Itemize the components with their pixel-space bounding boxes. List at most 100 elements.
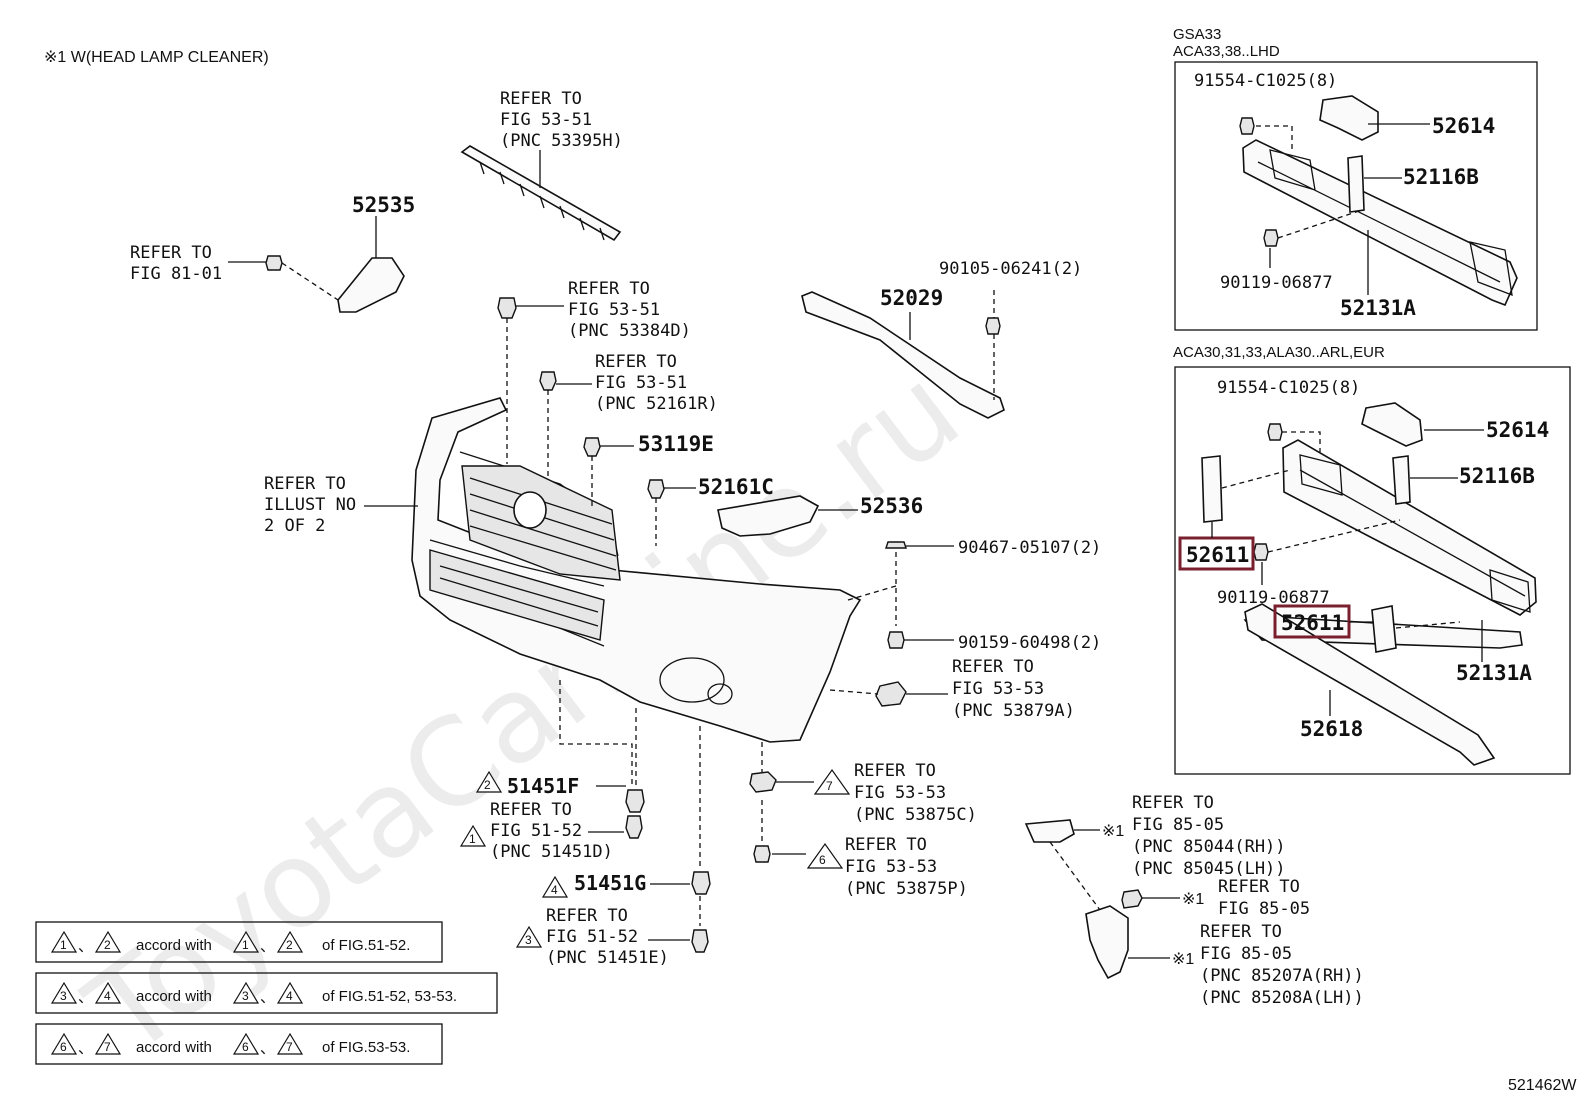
ref-51451d-l3: (PNC 51451D) <box>490 842 613 862</box>
legend-1-a: 1 <box>60 938 67 952</box>
label-90467: 90467-05107(2) <box>958 538 1101 558</box>
marker-triangle-6 <box>806 842 844 869</box>
ref-53875c-l2: FIG 53-53 <box>854 783 946 803</box>
legend-2-text: accord with <box>136 988 212 1005</box>
legend-row-3 <box>35 1023 443 1065</box>
label-52131a-bottom: 52131A <box>1456 661 1532 685</box>
inset-top-header-1: GSA33 <box>1173 26 1221 43</box>
ref-85044-l1: REFER TO <box>1132 793 1214 813</box>
ref-53395h-l3: (PNC 53395H) <box>500 131 623 151</box>
cleaner-cover-85044 <box>1024 819 1075 843</box>
legend-2-tail: of FIG.51-52, 53-53. <box>322 988 457 1005</box>
bracket-52116b-bottom <box>1392 455 1411 505</box>
legend-row-1 <box>35 921 443 963</box>
ref-85207a-l1: REFER TO <box>1200 922 1282 942</box>
diagram-title: ※1 W(HEAD LAMP CLEANER) <box>44 49 269 66</box>
legend-3-a: 6 <box>60 1040 67 1054</box>
ref-53384d-l3: (PNC 53384D) <box>568 321 691 341</box>
legend-2-a: 3 <box>60 989 67 1003</box>
legend-2-d: 4 <box>286 989 293 1003</box>
clip-51451f <box>625 789 645 813</box>
ref-illust-l3: 2 OF 2 <box>264 516 325 536</box>
legend-3-c: 6 <box>242 1040 249 1054</box>
legend-1-sep-1: 、 <box>78 938 93 955</box>
ref-51451e-l1: REFER TO <box>546 906 628 926</box>
label-90119-bottom: 90119-06877 <box>1217 588 1330 608</box>
bracket-52536 <box>717 495 820 537</box>
clip-52161c <box>647 479 665 499</box>
legend-1-sep-2: 、 <box>260 938 275 955</box>
label-52116b-top: 52116B <box>1403 165 1479 189</box>
clip-53875c <box>749 771 777 793</box>
toyota-emblem <box>513 491 547 529</box>
bolt-91554-top <box>1239 117 1255 135</box>
label-90159: 90159-60498(2) <box>958 633 1101 653</box>
ref-53879a-l2: FIG 53-53 <box>952 679 1044 699</box>
legend: 1 、 2 accord with 1 、 2 of FIG.51-52. 3 … <box>35 921 498 1065</box>
label-52535: 52535 <box>352 193 415 217</box>
legend-row-2 <box>35 972 498 1014</box>
label-91554-bottom: 91554-C1025(8) <box>1217 378 1360 398</box>
legend-2-c: 3 <box>242 989 249 1003</box>
screw-90159 <box>887 631 905 649</box>
label-51451g: 51451G <box>574 871 646 895</box>
label-52611-b: 52611 <box>1281 611 1344 635</box>
ref-53395h-l2: FIG 53-51 <box>500 110 592 130</box>
ref-85207a-l3: (PNC 85207A(RH)) <box>1200 966 1364 986</box>
inset-bottom: ACA30,31,33,ALA30..ARL,EUR 91554-C1025(8… <box>1173 344 1571 775</box>
ref-53384d-l2: FIG 53-51 <box>568 300 660 320</box>
ref-53875c-l1: REFER TO <box>854 761 936 781</box>
inset-top: GSA33 ACA33,38..LHD 91554-C1025(8) 52614… <box>1173 26 1538 331</box>
label-90105: 90105-06241(2) <box>939 259 1082 279</box>
ref-53384d-l1: REFER TO <box>568 279 650 299</box>
ref-51451e-l2: FIG 51-52 <box>546 927 638 947</box>
ref-85207a-l4: (PNC 85208A(LH)) <box>1200 988 1364 1008</box>
bolt-51451d <box>625 815 643 839</box>
label-52536: 52536 <box>860 494 923 518</box>
ref-85044-l4: (PNC 85045(LH)) <box>1132 859 1286 879</box>
bumper-reinforcement-bottom <box>1282 439 1537 616</box>
marker-triangle-2 <box>475 770 503 793</box>
ref-85207a-l2: FIG 85-05 <box>1200 944 1292 964</box>
clip-90467 <box>885 541 907 549</box>
absorber-52618 <box>1244 603 1496 766</box>
ref-51451d-l2: FIG 51-52 <box>490 821 582 841</box>
marker-triangle-3 <box>515 925 543 948</box>
label-91554-top: 91554-C1025(8) <box>1194 71 1337 91</box>
screw-90105 <box>985 317 1001 335</box>
legend-1-text: accord with <box>136 937 212 954</box>
ref-8505-l2: FIG 85-05 <box>1218 899 1310 919</box>
marker-1: 1 <box>469 832 476 846</box>
absorber-52614-top <box>1319 95 1379 141</box>
ref-8505-l1: REFER TO <box>1218 877 1300 897</box>
lower-grille <box>429 549 605 641</box>
ref-51451d-l1: REFER TO <box>490 800 572 820</box>
star-marker-2: ※1 <box>1182 891 1204 908</box>
bolt-90119-top <box>1263 229 1279 247</box>
ref-53879a-l1: REFER TO <box>952 657 1034 677</box>
clip-52161r <box>539 371 557 391</box>
ref-85044-l2: FIG 85-05 <box>1132 815 1224 835</box>
ref-8101-l2: FIG 81-01 <box>130 264 222 284</box>
inset-top-frame <box>1174 61 1538 331</box>
ref-52161r-l1: REFER TO <box>595 352 677 372</box>
label-52131a-top: 52131A <box>1340 296 1416 320</box>
ref-53875p-l3: (PNC 53875P) <box>845 879 968 899</box>
marker-6: 6 <box>819 853 826 867</box>
star-marker-1: ※1 <box>1102 823 1124 840</box>
absorber-52614-bottom <box>1361 402 1423 447</box>
legend-3-b: 7 <box>104 1040 111 1054</box>
clip-53384d <box>497 297 517 319</box>
cleaner-nozzle-85207a <box>1085 905 1129 980</box>
inset-top-header-2: ACA33,38..LHD <box>1173 43 1280 60</box>
highlight-box-52611-a <box>1178 536 1255 571</box>
ref-53875p-l2: FIG 53-53 <box>845 857 937 877</box>
retainer-52029 <box>801 291 1005 419</box>
bracket-52535 <box>337 257 405 313</box>
label-52116b-bottom: 52116B <box>1459 464 1535 488</box>
legend-2-sep-1: 、 <box>78 989 93 1006</box>
label-53119e: 53119E <box>638 432 714 456</box>
inset-bottom-header: ACA30,31,33,ALA30..ARL,EUR <box>1173 344 1385 361</box>
label-52614-bottom: 52614 <box>1486 418 1549 442</box>
